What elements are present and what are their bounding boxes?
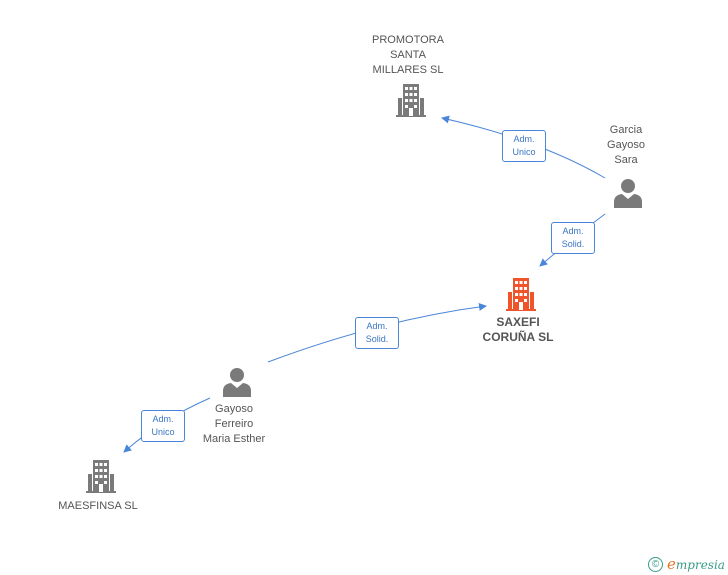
edge-badge-garcia-saxefi: Adm. Solid. <box>551 222 595 254</box>
brand-initial: e <box>667 555 676 573</box>
edge-badge-gayoso-saxefi: Adm. Solid. <box>355 317 399 349</box>
building-icon <box>396 84 426 117</box>
person-icon <box>614 179 642 208</box>
edge-badge-gayoso-maesfinsa: Adm. Unico <box>141 410 185 442</box>
node-label-garcia[interactable]: Garcia Gayoso Sara <box>607 124 645 166</box>
person-icon <box>223 368 251 397</box>
node-label-gayoso[interactable]: Gayoso Ferreiro Maria Esther <box>202 403 266 445</box>
brand-name: mpresia <box>675 558 725 572</box>
node-label-promotora[interactable]: PROMOTORA SANTA MILLARES SL <box>372 34 444 76</box>
copyright-icon: © <box>648 556 663 572</box>
edge-badge-garcia-promotora: Adm. Unico <box>502 130 546 162</box>
node-label-saxefi[interactable]: SAXEFI CORUÑA SL <box>482 315 554 344</box>
copyright-notice: ©empresia <box>648 555 725 573</box>
main-company-building-icon <box>506 278 536 311</box>
building-icon <box>86 460 116 493</box>
node-label-maesfinsa[interactable]: MAESFINSA SL <box>58 500 138 512</box>
brand-logo[interactable]: empresia <box>667 555 725 573</box>
